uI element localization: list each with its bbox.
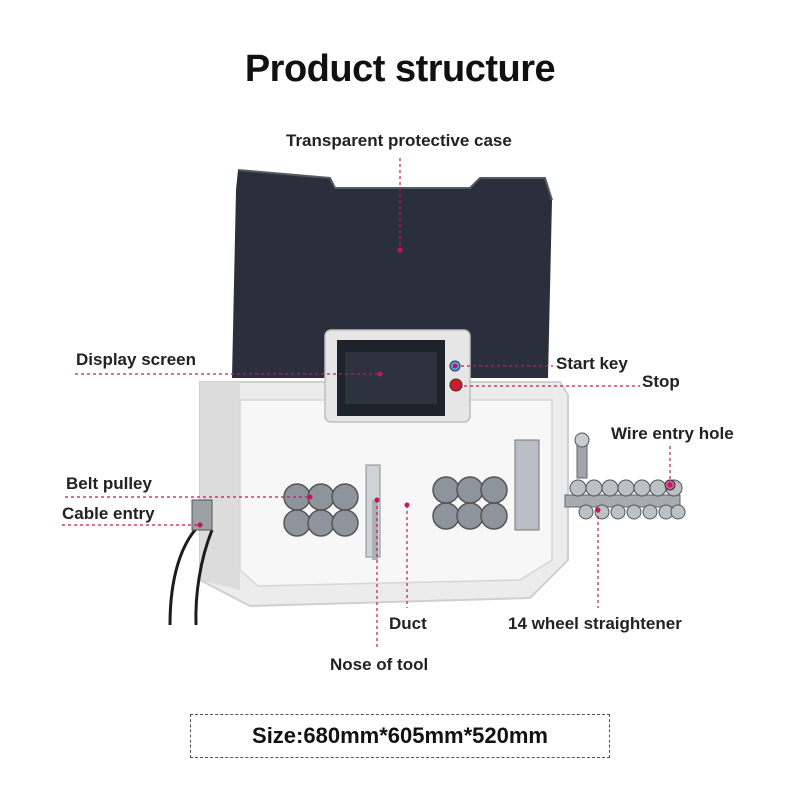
protective-case bbox=[232, 170, 552, 378]
label-display-screen: Display screen bbox=[76, 350, 197, 369]
page-title: Product structure bbox=[244, 48, 556, 90]
label-nose-of-tool: Nose of tool bbox=[330, 655, 429, 674]
label-transparent-protective-case: Transparent protective case bbox=[286, 131, 512, 150]
size-text: Size:680mm*605mm*520mm bbox=[252, 723, 548, 748]
belt-pulley-right bbox=[432, 476, 508, 530]
label-duct: Duct bbox=[389, 614, 427, 633]
belt-pulley-left bbox=[283, 483, 359, 537]
leader-lines bbox=[62, 158, 673, 650]
label-wire-entry-hole: Wire entry hole bbox=[611, 424, 734, 443]
size-spec: Size:680mm*605mm*520mm bbox=[190, 714, 610, 758]
straightener bbox=[564, 432, 686, 520]
label-stop: Stop bbox=[642, 372, 680, 391]
label-cable-entry: Cable entry bbox=[62, 504, 155, 523]
label-start-key: Start key bbox=[556, 354, 628, 373]
label-belt-pulley: Belt pulley bbox=[66, 474, 152, 493]
label-14-wheel-straightener: 14 wheel straightener bbox=[508, 614, 682, 633]
cable-entry-port bbox=[191, 499, 213, 531]
